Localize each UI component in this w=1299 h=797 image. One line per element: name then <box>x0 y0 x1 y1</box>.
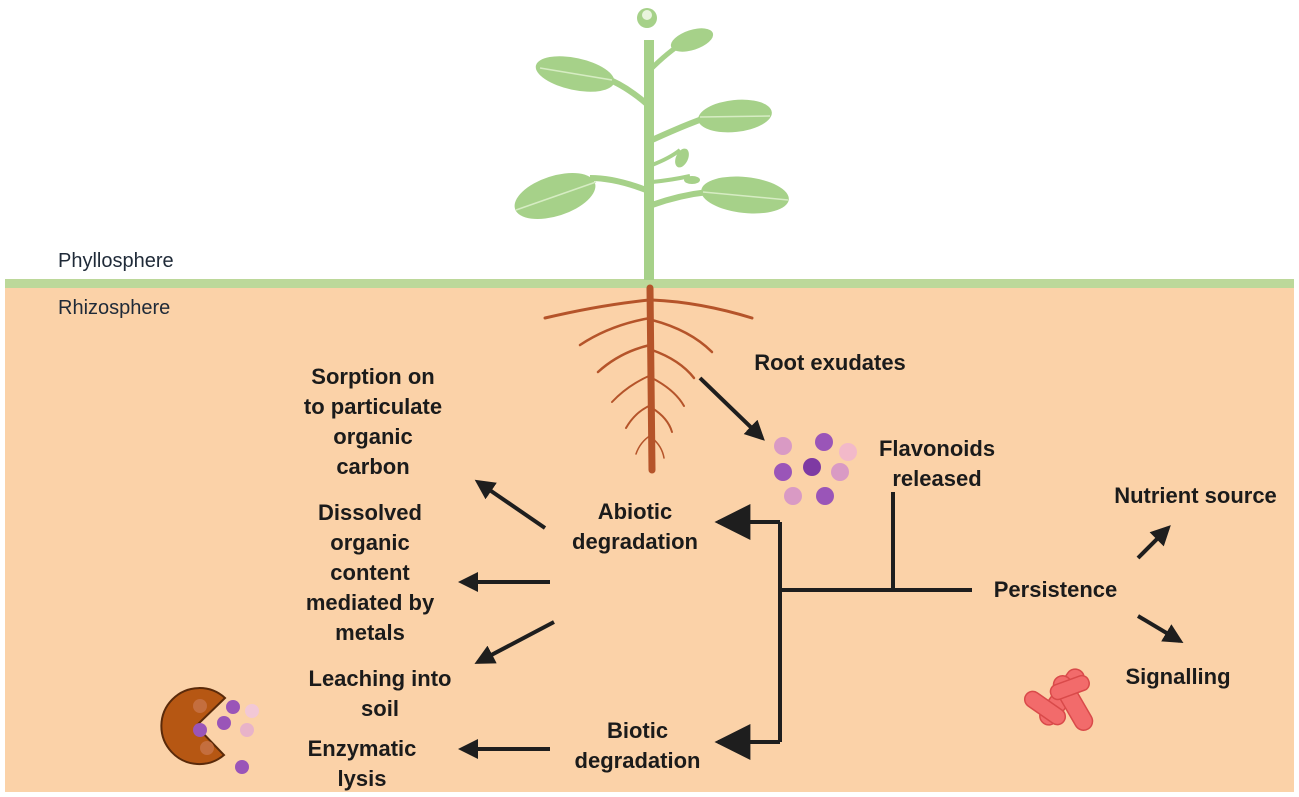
dissolved-organic-label: Dissolved organic content mediated by me… <box>305 500 435 645</box>
root-exudates-label: Root exudates <box>754 350 906 375</box>
arrow-sorption <box>474 479 547 530</box>
leaching-label: Leaching into soil <box>308 666 452 721</box>
arrow-nutrient <box>1136 525 1171 560</box>
biotic-degradation-label: Biotic degradation <box>574 718 701 773</box>
sorption-label: Sorption on to particulate organic carbo… <box>303 364 443 479</box>
enzymatic-lysis-label: Enzymatic lysis <box>307 736 417 791</box>
arrow-root-exudates <box>698 376 765 441</box>
nutrient-source-label: Nutrient source <box>1114 483 1277 508</box>
persistence-label: Persistence <box>993 577 1118 602</box>
arrow-leaching <box>474 620 555 664</box>
ground-line <box>5 279 1294 288</box>
flavonoids-released-label: Flavonoids released <box>878 436 996 491</box>
signalling-label: Signalling <box>1125 664 1231 689</box>
rhizosphere-label: Rhizosphere <box>58 297 171 319</box>
arrow-signalling <box>1136 614 1184 644</box>
phyllosphere-label: Phyllosphere <box>58 250 174 272</box>
abiotic-degradation-label: Abiotic degradation <box>572 499 698 554</box>
